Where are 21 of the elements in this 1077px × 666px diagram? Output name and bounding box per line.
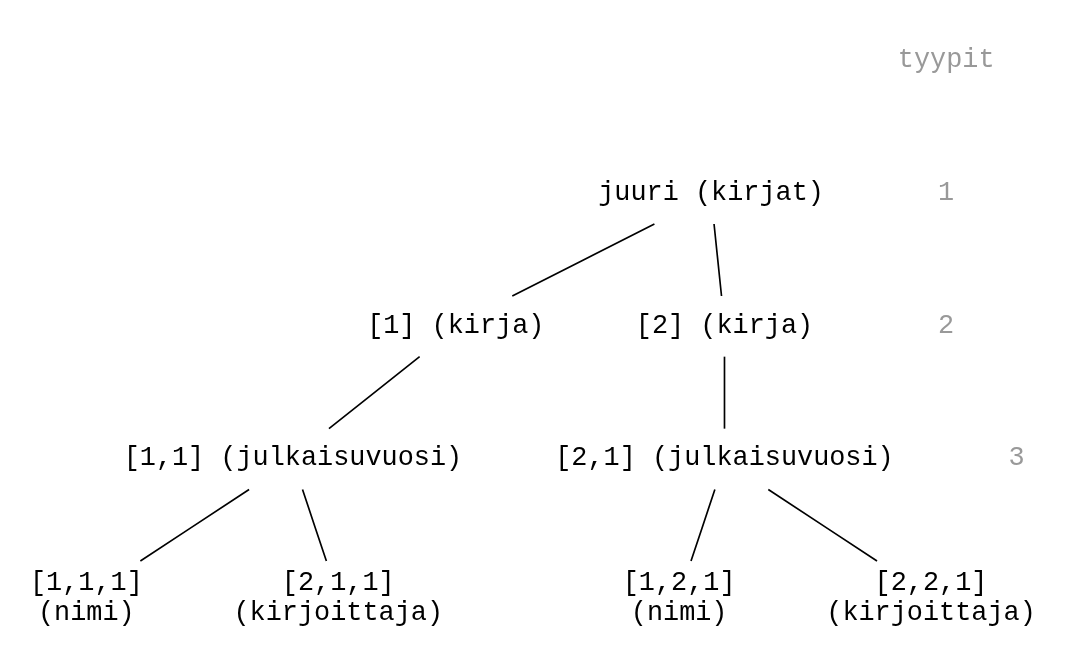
connector [713,223,723,297]
node-text: [1] (kirja) [367,310,545,341]
node-text: juuri (kirjat) [598,178,824,208]
label: tyypit [897,45,995,76]
node-text: [2,1] (julkaisuvuosi) [555,443,894,474]
node-text: [2] (kirja) [635,310,814,341]
node-text: [1,2,1] (nimi) [622,567,736,628]
connector [328,355,421,430]
node-text: [2,2,1] (kirjoittaja) [826,567,1036,628]
connector [139,488,250,562]
node-text: [1,1,1] (nimi) [29,567,143,628]
label: 1 [938,178,955,208]
node-text: [2,1,1] (kirjoittaja) [233,567,444,628]
connector [511,223,656,297]
label: 3 [1008,443,1025,474]
connector [690,488,716,562]
label: 2 [938,310,955,341]
connector [767,488,878,562]
node-text: [1,1] (julkaisuvuosi) [123,443,463,474]
connector [723,355,726,430]
connector [301,488,328,562]
